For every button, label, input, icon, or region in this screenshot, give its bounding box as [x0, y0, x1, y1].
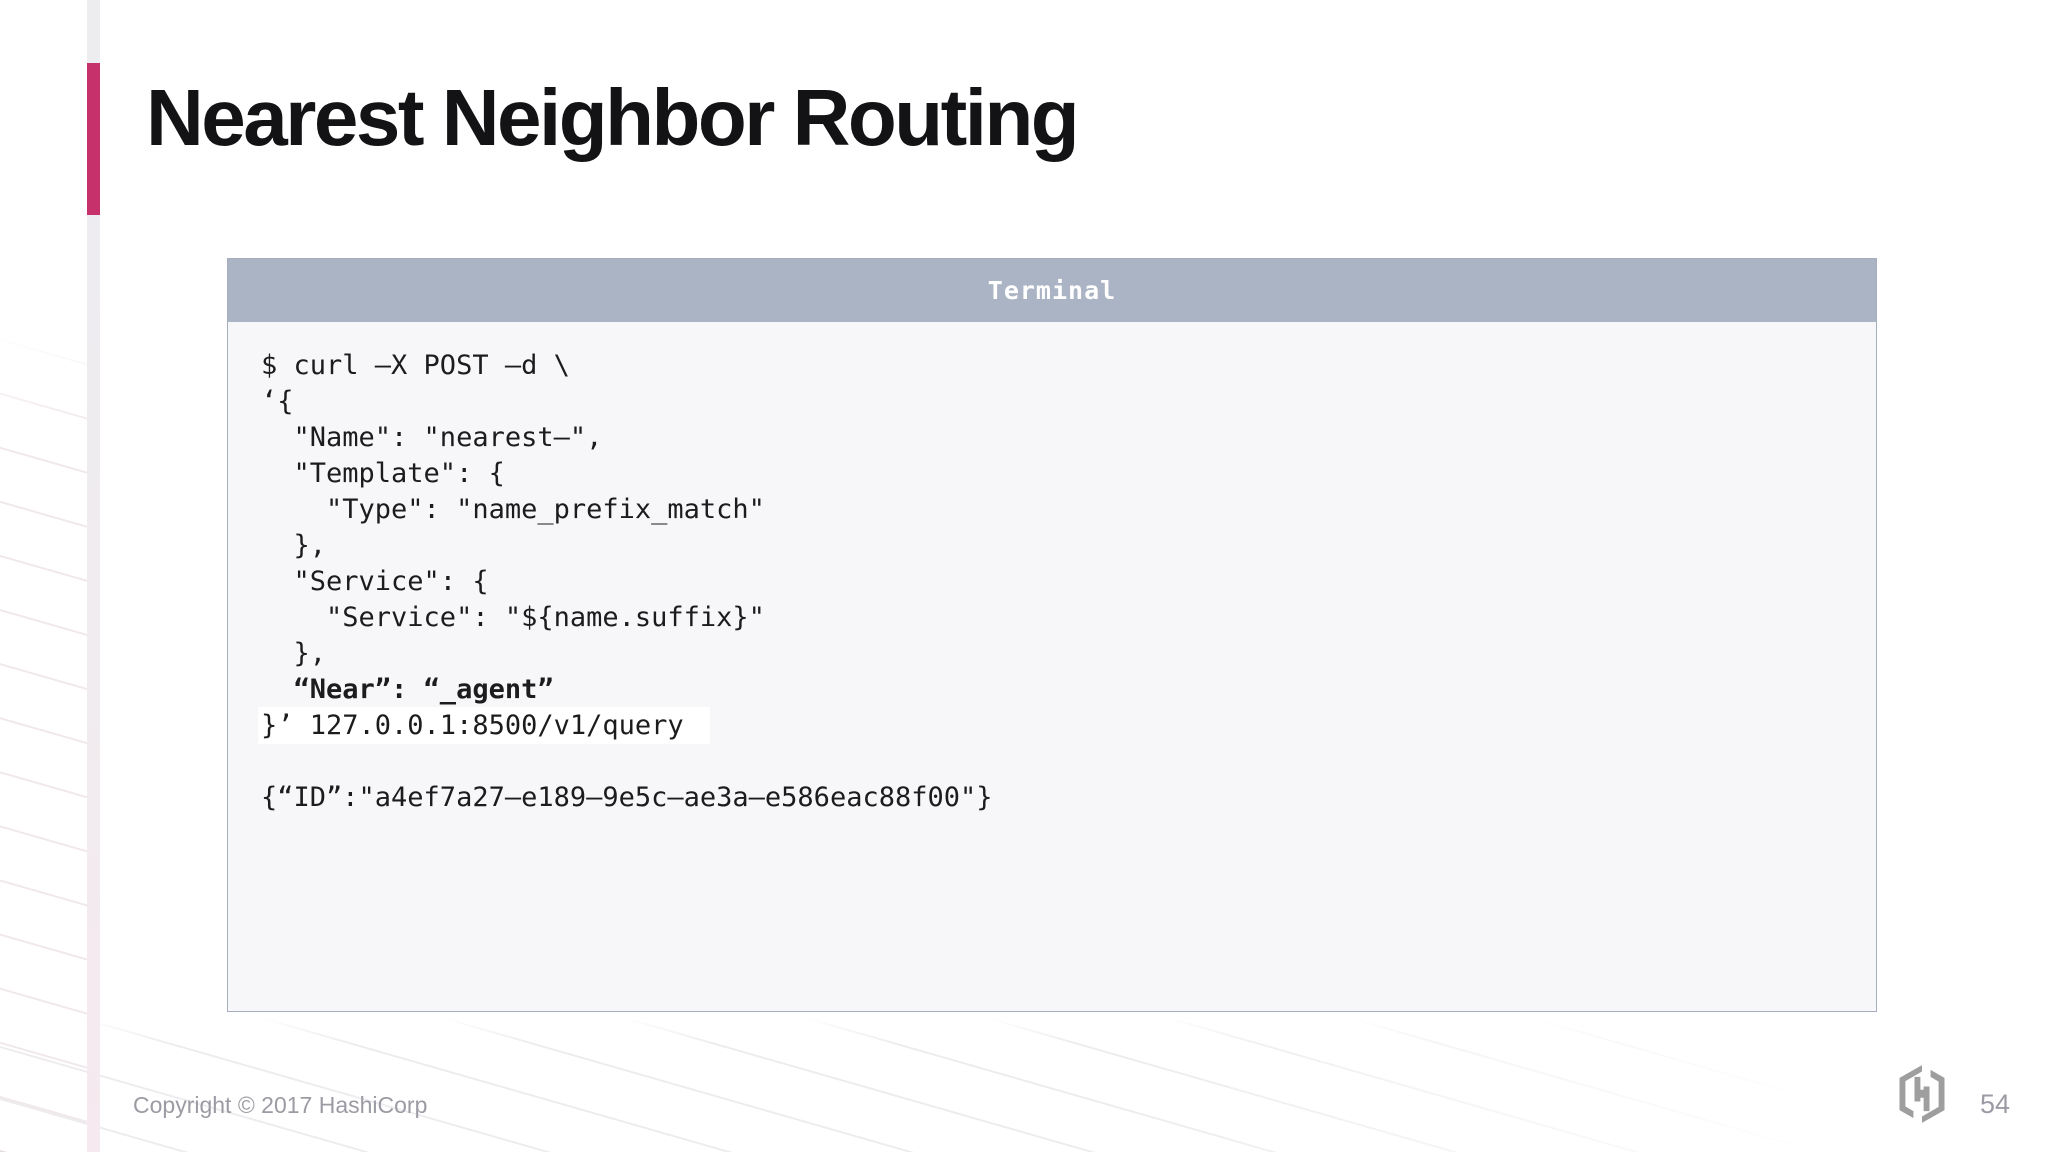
terminal-line [261, 744, 1846, 780]
terminal-line: }’ 127.0.0.1:8500/v1/query [258, 707, 1846, 744]
hashicorp-logo-icon [1899, 1065, 1945, 1123]
copyright-text: Copyright © 2017 HashiCorp [133, 1092, 428, 1118]
terminal-title: Terminal [987, 276, 1117, 305]
terminal-line: “Near”: “_agent” [261, 674, 554, 705]
diagonal-texture-bottom [0, 1018, 2048, 1152]
terminal-line: "Type": "name_prefix_match" [261, 494, 765, 525]
terminal-line: "Template": { [261, 458, 505, 489]
page-number: 54 [1980, 1089, 2011, 1119]
edge-strip [87, 0, 100, 1152]
terminal-line: "Service": { [261, 566, 489, 597]
terminal-line: "Name": "nearest–", [261, 422, 603, 453]
terminal-titlebar: Terminal [228, 259, 1876, 322]
title-accent-bar [87, 63, 100, 215]
diagonal-texture-left [0, 330, 88, 1152]
terminal-line: ‘{ [261, 386, 294, 417]
terminal-line: $ curl –X POST –d \ [261, 350, 570, 381]
terminal-window: Terminal $ curl –X POST –d \ ‘{ "Name": "… [227, 258, 1877, 1012]
terminal-line: }, [261, 638, 327, 669]
terminal-line: "Service": "${name.suffix}" [261, 602, 765, 633]
terminal-code: $ curl –X POST –d \ ‘{ "Name": "nearest–"… [228, 322, 1876, 816]
slide-title: Nearest Neighbor Routing [146, 73, 1080, 162]
terminal-line: {“ID”:"a4ef7a27–e189–9e5c–ae3a–e586eac88… [261, 782, 993, 813]
terminal-line: }, [261, 530, 327, 561]
highlighted-code: }’ 127.0.0.1:8500/v1/query [258, 707, 710, 744]
